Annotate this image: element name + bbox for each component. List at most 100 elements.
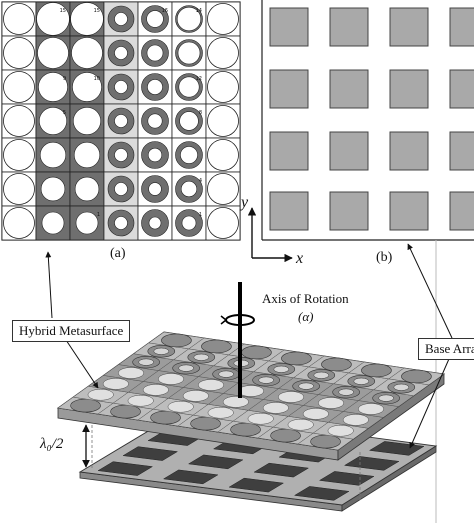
- hybrid-cell-3d: [272, 416, 329, 434]
- base-square-patch: [329, 191, 369, 231]
- callout-arrow-hybrid-to-a: [45, 251, 53, 319]
- unit-cell: [103, 171, 139, 207]
- hybrid-cell-3d: [142, 370, 200, 388]
- callout-arrow-base-to-b: [407, 243, 453, 339]
- hybrid-cell-3d: [177, 414, 234, 433]
- hybrid-cell-3d: [222, 382, 280, 400]
- unit-cell: [205, 205, 241, 241]
- unit-cell: [137, 1, 173, 37]
- hybrid-cell-3d: [192, 404, 249, 422]
- base-array-label: Base Arra: [418, 338, 474, 360]
- hybrid-cell-3d: [342, 400, 400, 418]
- cell-number: 5: [63, 110, 66, 116]
- hybrid-cell-3d: [97, 402, 154, 421]
- hybrid-metasurface-label: Hybrid Metasurface: [12, 320, 131, 342]
- cell-number: 1: [199, 212, 202, 218]
- base-square-patch: [269, 191, 309, 231]
- hybrid-cell-3d: [327, 411, 385, 429]
- cell-number: 8: [199, 110, 202, 116]
- unit-cell: [35, 137, 71, 173]
- panel-b-caption: (b): [376, 250, 393, 265]
- unit-cell: [205, 137, 241, 173]
- base-square-patch: [269, 131, 309, 171]
- unit-cell: [137, 35, 173, 71]
- base-square-patch: [449, 131, 474, 171]
- base-square-patch: [269, 7, 309, 47]
- unit-cell: [137, 205, 173, 241]
- hybrid-cell-3d: [72, 386, 129, 404]
- hybrid-cell-3d: [207, 393, 265, 411]
- hybrid-cell-3d: [117, 353, 175, 371]
- hybrid-cell-3d: [237, 371, 295, 389]
- cell-number: 4: [199, 178, 202, 184]
- cell-number: 10: [94, 76, 100, 82]
- unit-cell: [1, 103, 37, 139]
- hybrid-cell-3d: [312, 422, 369, 440]
- base-square-patch: [449, 7, 474, 47]
- cell-number: 12: [196, 76, 202, 82]
- unit-cell: [137, 171, 173, 207]
- unit-cell: [1, 69, 37, 105]
- hybrid-cell-3d: [152, 398, 209, 416]
- base-square-patch: [449, 191, 474, 231]
- unit-cell: [1, 171, 37, 207]
- unit-cell: [69, 205, 105, 241]
- unit-cell: [35, 1, 71, 37]
- hybrid-cell-3d: [157, 359, 215, 377]
- base-square-patch: [329, 69, 369, 109]
- y-axis-label: y: [241, 194, 249, 211]
- unit-cell: [1, 137, 37, 173]
- hybrid-cell-3d: [182, 376, 240, 394]
- base-patch-3d: [293, 486, 350, 501]
- unit-cell: [205, 1, 241, 37]
- hybrid-cell-3d: [247, 399, 305, 417]
- unit-cell: [1, 35, 37, 71]
- unit-cell: [171, 205, 207, 241]
- cell-number: 15: [94, 8, 100, 14]
- hybrid-cell-3d: [348, 361, 405, 380]
- unit-cell: [205, 171, 241, 207]
- hybrid-cell-3d: [57, 396, 114, 415]
- x-axis-label: x: [296, 250, 304, 267]
- panel-a-caption: (a): [110, 246, 126, 261]
- hybrid-cell-3d: [262, 388, 320, 406]
- unit-cell: [69, 69, 105, 105]
- unit-cell: [35, 171, 71, 207]
- hybrid-cell-3d: [302, 394, 360, 412]
- unit-cell: [69, 137, 105, 173]
- cell-number: 16: [162, 8, 168, 14]
- base-square-patch: [389, 7, 429, 47]
- unit-cell: [103, 35, 139, 71]
- hybrid-cell-3d: [148, 331, 205, 350]
- hybrid-cell-3d: [232, 410, 289, 428]
- base-patch-3d: [253, 462, 310, 478]
- unit-cell: [171, 1, 207, 37]
- base-square-patch: [269, 69, 309, 109]
- hybrid-cell-3d: [228, 343, 285, 362]
- base-square-patch: [389, 131, 429, 171]
- hybrid-cell-3d: [112, 392, 169, 410]
- base-patch-3d: [162, 469, 219, 485]
- base-square-patch: [389, 191, 429, 231]
- base-square-patch: [449, 69, 474, 109]
- unit-cell: [35, 103, 71, 139]
- axis-of-rotation-label: Axis of Rotation: [262, 291, 349, 306]
- unit-cell: [35, 35, 71, 71]
- hybrid-cell-3d: [277, 377, 335, 395]
- unit-cell: [171, 137, 207, 173]
- callout-arrow-base-to-plate: [409, 351, 453, 449]
- unit-cell: [171, 103, 207, 139]
- unit-cell: [137, 103, 173, 139]
- unit-cell: [103, 205, 139, 241]
- base-patch-3d: [187, 454, 244, 470]
- unit-cell: [103, 69, 139, 105]
- cell-number: 9: [63, 76, 66, 82]
- hybrid-cell-3d: [127, 381, 185, 399]
- rotation-symbol-label: (α): [298, 309, 314, 324]
- base-square-patch: [389, 69, 429, 109]
- hybrid-cell-3d: [287, 405, 345, 423]
- cell-number: 14: [196, 8, 202, 14]
- unit-cell: [69, 1, 105, 37]
- unit-cell: [205, 69, 241, 105]
